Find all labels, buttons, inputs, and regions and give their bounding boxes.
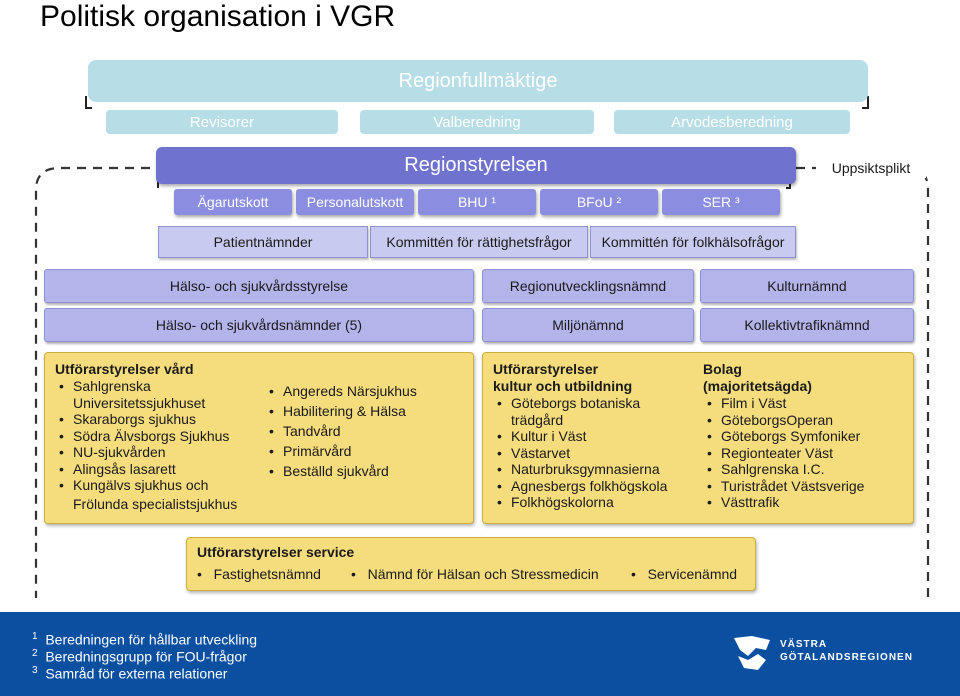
committee-agarutskott: Ägarutskott	[174, 189, 292, 215]
footnote-num: 1	[32, 631, 38, 642]
regionfullmaktige-label: Regionfullmäktige	[398, 70, 558, 92]
vard-list-2: Angereds Närsjukhus Habilitering & Hälsa…	[265, 381, 465, 481]
kultur-list: Göteborgs botaniska trädgård Kultur i Vä…	[493, 395, 693, 511]
vgr-logo-icon	[734, 636, 770, 670]
bolag-title-2: (majoritetsägda)	[703, 378, 812, 394]
list-item: Habilitering & Hälsa	[265, 401, 465, 421]
page-title: Politisk organisation i VGR	[40, 0, 396, 33]
logo-line-1: VÄSTRA	[780, 639, 828, 650]
halso-sjukvardsnamnder-box: Hälso- och sjukvårdsnämnder (5)	[44, 308, 474, 342]
list-item: Beställd sjukvård	[265, 461, 465, 481]
list-item: Agnesbergs folkhögskola	[493, 478, 693, 495]
footer-bar: 1 Beredningen för hållbar utveckling 2 B…	[0, 612, 960, 696]
list-item: Västtrafik	[703, 494, 908, 511]
list-item: Folkhögskolorna	[493, 494, 693, 511]
service-item-2: • Nämnd för Hälsan och Stressmedicin	[351, 566, 599, 582]
arvodesberedning-box: Arvodesberedning	[614, 110, 850, 134]
committee-ser: SER ³	[662, 189, 780, 215]
service-item-label: Fastighetsnämnd	[213, 566, 321, 582]
footnote-2: 2 Beredningsgrupp för FOU-frågor	[32, 645, 247, 666]
list-item: Tandvård	[265, 421, 465, 441]
list-item: Södra Älvsborgs Sjukhus	[55, 428, 275, 445]
kollektivtrafiknamnd-box: Kollektivtrafiknämnd	[700, 308, 914, 342]
list-item: Göteborgs Symfoniker	[703, 428, 908, 445]
service-item-1: • Fastighetsnämnd	[197, 566, 321, 582]
footnote-num: 2	[32, 648, 38, 659]
regionstyrelsen-label: Regionstyrelsen	[404, 154, 548, 176]
utforarstyrelser-kultur-box: Utförarstyrelser kultur och utbildning G…	[482, 352, 914, 524]
miljonamnd-box: Miljönämnd	[482, 308, 694, 342]
halso-sjukvardsstyrelse-box: Hälso- och sjukvårdsstyrelse	[44, 269, 474, 303]
footnote-text: Beredningsgrupp för FOU-frågor	[45, 648, 247, 665]
bolag-list: Film i Väst GöteborgsOperan Göteborgs Sy…	[703, 395, 908, 511]
list-item: Primärvård	[265, 441, 465, 461]
footnote-num: 3	[32, 665, 38, 676]
utforarstyrelser-vard-box: Utförarstyrelser vård Sahlgrenska Univer…	[44, 352, 474, 524]
list-item: GöteborgsOperan	[703, 412, 908, 429]
footnote-1: 1 Beredningen för hållbar utveckling	[32, 628, 257, 649]
list-item: Kungälvs sjukhus och	[55, 477, 275, 494]
footnote-text: Samråd för externa relationer	[45, 665, 228, 682]
regionstyrelsen-box: Regionstyrelsen	[156, 147, 796, 184]
list-item: Turistrådet Västsverige	[703, 478, 908, 495]
footnote-text: Beredningen för hållbar utveckling	[45, 631, 258, 648]
valberedning-box: Valberedning	[360, 110, 594, 134]
patientnamnder-box: Patientnämnder	[158, 226, 368, 258]
service-title: Utförarstyrelser service	[197, 544, 355, 560]
list-item: Sahlgrenska Universitetssjukhuset	[55, 378, 223, 411]
utforarstyrelser-vard-title: Utförarstyrelser vård	[55, 361, 194, 377]
service-item-label: Nämnd för Hälsan och Stressmedicin	[367, 566, 599, 582]
bolag-title-1: Bolag	[703, 361, 742, 377]
list-item: Alingsås lasarett	[55, 461, 275, 478]
list-item: NU-sjukvården	[55, 444, 275, 461]
committee-personalutskott: Personalutskott	[296, 189, 414, 215]
list-item: Kultur i Väst	[493, 428, 693, 445]
revisorer-box: Revisorer	[106, 110, 338, 134]
vgr-logo-text: VÄSTRA GÖTALANDSREGIONEN	[780, 638, 913, 664]
regionutvecklingsnamnd-box: Regionutvecklingsnämnd	[482, 269, 694, 303]
vard-list-1: Sahlgrenska Universitetssjukhuset Skarab…	[55, 378, 275, 494]
committee-bhu: BHU ¹	[418, 189, 536, 215]
list-item: Västarvet	[493, 445, 693, 462]
list-item: Skaraborgs sjukhus	[55, 411, 275, 428]
logo-line-2: GÖTALANDSREGIONEN	[780, 652, 913, 663]
list-item: Naturbruksgymnasierna	[493, 461, 693, 478]
kommitten-folkhalsofragor-box: Kommittén för folkhälsofrågor	[590, 226, 796, 258]
kommitten-rattighetsfragor-box: Kommittén för rättighetsfrågor	[370, 226, 588, 258]
list-item: Angereds Närsjukhus	[265, 381, 465, 401]
service-item-label: Servicenämnd	[647, 566, 738, 582]
kultur-title-2: kultur och utbildning	[493, 378, 633, 394]
list-item: Sahlgrenska I.C.	[703, 461, 908, 478]
vard-list-tail: Frölunda specialistsjukhus	[73, 495, 238, 512]
list-item: Göteborgs botaniska trädgård	[493, 395, 661, 428]
service-item-3: • Servicenämnd	[631, 566, 738, 582]
uppsiktsplikt-label: Uppsiktsplikt	[816, 158, 926, 178]
committee-bfou: BFoU ²	[540, 189, 658, 215]
regionfullmaktige-box: Regionfullmäktige	[88, 60, 868, 102]
footnote-3: 3 Samråd för externa relationer	[32, 662, 227, 683]
utforarstyrelser-service-box: Utförarstyrelser service • Fastighetsnäm…	[186, 537, 756, 591]
list-item: Regionteater Väst	[703, 445, 908, 462]
kulturnamnd-box: Kulturnämnd	[700, 269, 914, 303]
list-item: Film i Väst	[703, 395, 908, 412]
kultur-title-1: Utförarstyrelser	[493, 361, 599, 377]
